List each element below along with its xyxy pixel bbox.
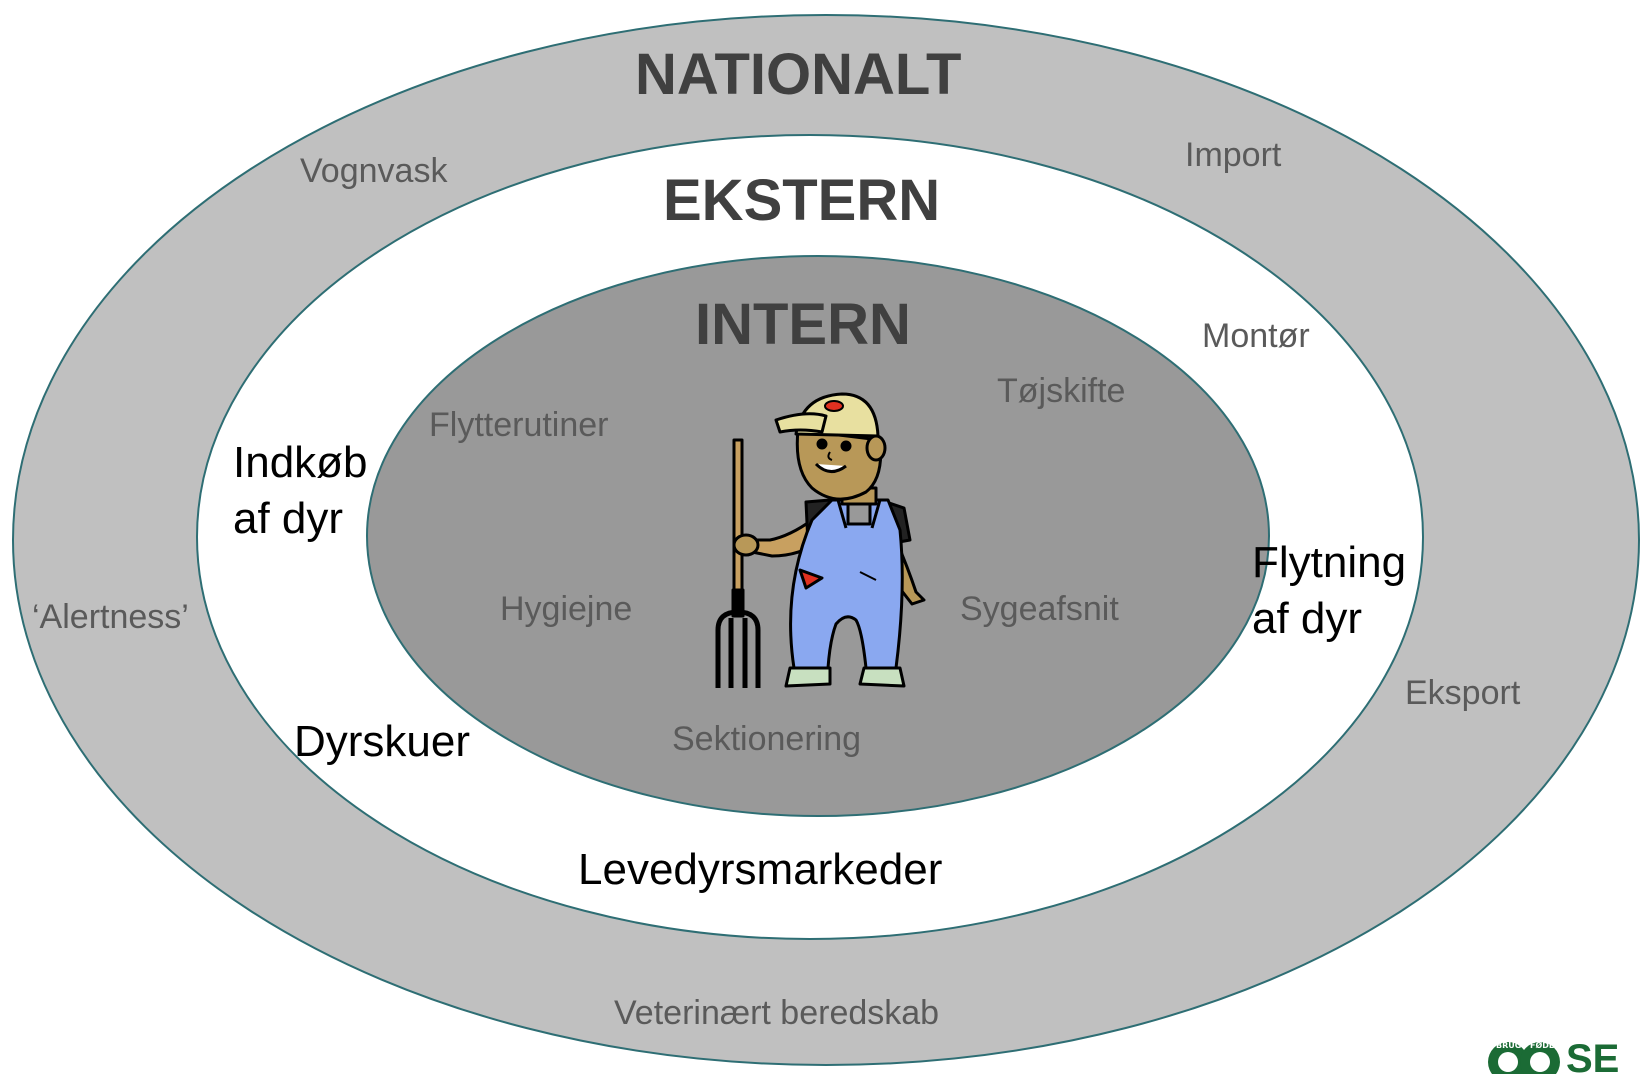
label-sygeafsnit: Sygeafsnit xyxy=(960,590,1119,628)
label-sektionering: Sektionering xyxy=(672,720,862,758)
label-levedyrsmarkeder: Levedyrsmarkeder xyxy=(578,845,943,894)
ring-title-intern: INTERN xyxy=(695,292,911,357)
label-alertness: ‘Alertness’ xyxy=(32,598,189,636)
label-tojskifte: Tøjskifte xyxy=(997,372,1126,410)
label-veterinaert-beredskab: Veterinært beredskab xyxy=(614,994,940,1032)
seges-logo-icon: BRUG FØDE SE xyxy=(1486,1030,1648,1074)
label-dyrskuer: Dyrskuer xyxy=(294,717,471,766)
svg-text:BRUG: BRUG xyxy=(1496,1041,1521,1050)
label-flytterutiner: Flytterutiner xyxy=(429,406,609,444)
label-flytning-af-dyr: Flytning af dyr xyxy=(1252,538,1407,643)
label-eksport: Eksport xyxy=(1405,674,1521,712)
ring-title-nationalt: NATIONALT xyxy=(635,42,962,107)
label-import: Import xyxy=(1185,136,1282,174)
farmer-with-pitchfork-icon xyxy=(715,392,926,688)
svg-text:SE: SE xyxy=(1566,1037,1619,1074)
label-vognvask: Vognvask xyxy=(300,152,448,190)
label-montor: Montør xyxy=(1202,317,1310,355)
label-hygiejne: Hygiejne xyxy=(500,590,633,628)
svg-text:FØDE: FØDE xyxy=(1530,1040,1554,1050)
label-indkob-af-dyr: Indkøb af dyr xyxy=(233,438,368,543)
ring-title-ekstern: EKSTERN xyxy=(663,168,941,233)
